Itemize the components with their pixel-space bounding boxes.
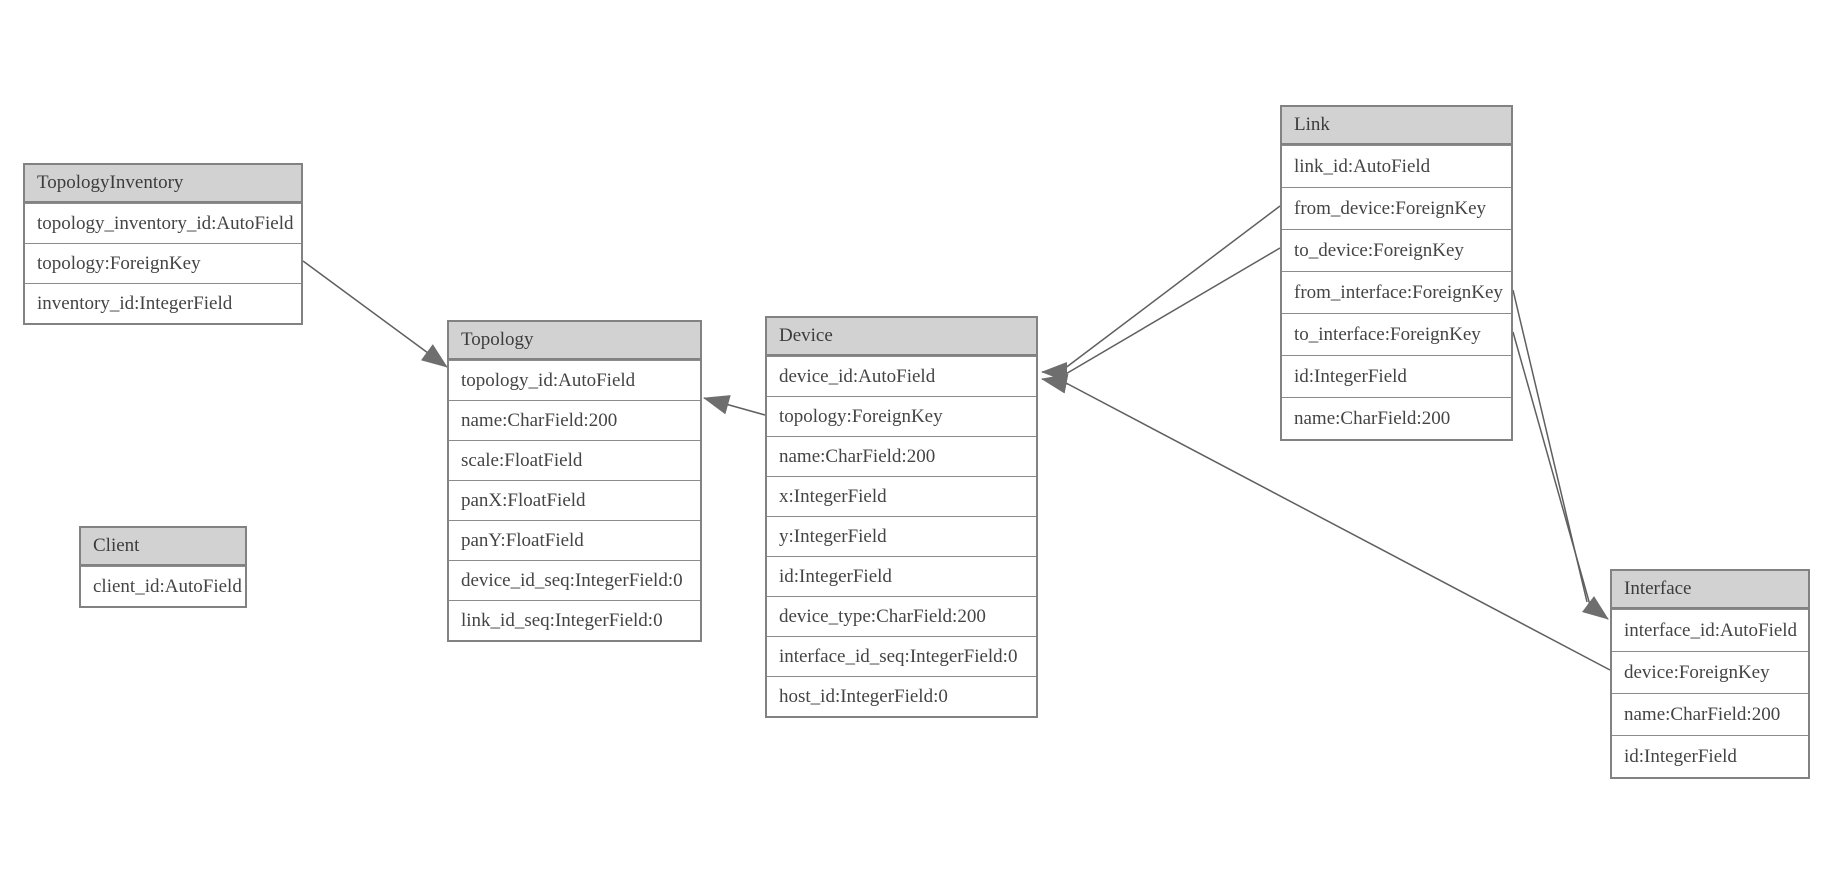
- entity-field-row: link_id:AutoField: [1282, 145, 1511, 187]
- entity-field-row: topology_inventory_id:AutoField: [25, 203, 301, 243]
- entity-field-row: topology:ForeignKey: [25, 243, 301, 283]
- entity-field-row: y:IntegerField: [767, 516, 1036, 556]
- entity-field-row: to_interface:ForeignKey: [1282, 313, 1511, 355]
- entity-field-row: device:ForeignKey: [1612, 651, 1808, 693]
- entity-field-row: device_type:CharField:200: [767, 596, 1036, 636]
- entity-topologyinventory[interactable]: TopologyInventory topology_inventory_id:…: [23, 163, 303, 325]
- entity-field-row: inventory_id:IntegerField: [25, 283, 301, 323]
- entity-interface[interactable]: Interface interface_id:AutoField device:…: [1610, 569, 1810, 779]
- entity-field-row: panX:FloatField: [449, 480, 700, 520]
- entity-field-row: interface_id:AutoField: [1612, 609, 1808, 651]
- entity-header: Device: [767, 318, 1036, 356]
- entity-field-row: scale:FloatField: [449, 440, 700, 480]
- entity-field-row: from_device:ForeignKey: [1282, 187, 1511, 229]
- entity-field-row: interface_id_seq:IntegerField:0: [767, 636, 1036, 676]
- entity-field-row: id:IntegerField: [1282, 355, 1511, 397]
- entity-field-row: to_device:ForeignKey: [1282, 229, 1511, 271]
- entity-link[interactable]: Link link_id:AutoField from_device:Forei…: [1280, 105, 1513, 441]
- relation-line-link-frominterface: [1512, 289, 1588, 603]
- entity-field-row: topology:ForeignKey: [767, 396, 1036, 436]
- entity-field-row: link_id_seq:IntegerField:0: [449, 600, 700, 640]
- relation-line-device-topology: [703, 395, 766, 416]
- entity-field-row: id:IntegerField: [767, 556, 1036, 596]
- entity-field-row: x:IntegerField: [767, 476, 1036, 516]
- relation-arrow-link-interface: [1582, 596, 1609, 620]
- relation-line-link-todevice: [1063, 247, 1281, 376]
- entity-field-row: device_id:AutoField: [767, 356, 1036, 396]
- entity-field-row: host_id:IntegerField:0: [767, 676, 1036, 716]
- entity-field-row: id:IntegerField: [1612, 735, 1808, 777]
- entity-field-row: name:CharField:200: [449, 400, 700, 440]
- entity-field-row: from_interface:ForeignKey: [1282, 271, 1511, 313]
- entity-header: Topology: [449, 322, 700, 360]
- entity-field-row: name:CharField:200: [1612, 693, 1808, 735]
- entity-header: TopologyInventory: [25, 165, 301, 203]
- entity-field-row: name:CharField:200: [767, 436, 1036, 476]
- entity-client[interactable]: Client client_id:AutoField: [79, 526, 247, 608]
- entity-header: Client: [81, 528, 245, 566]
- entity-device[interactable]: Device device_id:AutoField topology:Fore…: [765, 316, 1038, 718]
- relation-line-link-fromdevice: [1063, 205, 1281, 370]
- entity-field-row: client_id:AutoField: [81, 566, 245, 606]
- relation-line-topologyinventory-topology: [302, 260, 448, 368]
- entity-topology[interactable]: Topology topology_id:AutoField name:Char…: [447, 320, 702, 642]
- entity-header: Link: [1282, 107, 1511, 145]
- entity-field-row: name:CharField:200: [1282, 397, 1511, 439]
- entity-field-row: panY:FloatField: [449, 520, 700, 560]
- relation-arrow-interface-device: [1041, 373, 1069, 394]
- entity-field-row: topology_id:AutoField: [449, 360, 700, 400]
- entity-header: Interface: [1612, 571, 1808, 609]
- entity-field-row: device_id_seq:IntegerField:0: [449, 560, 700, 600]
- relation-line-link-tointerface: [1512, 331, 1591, 606]
